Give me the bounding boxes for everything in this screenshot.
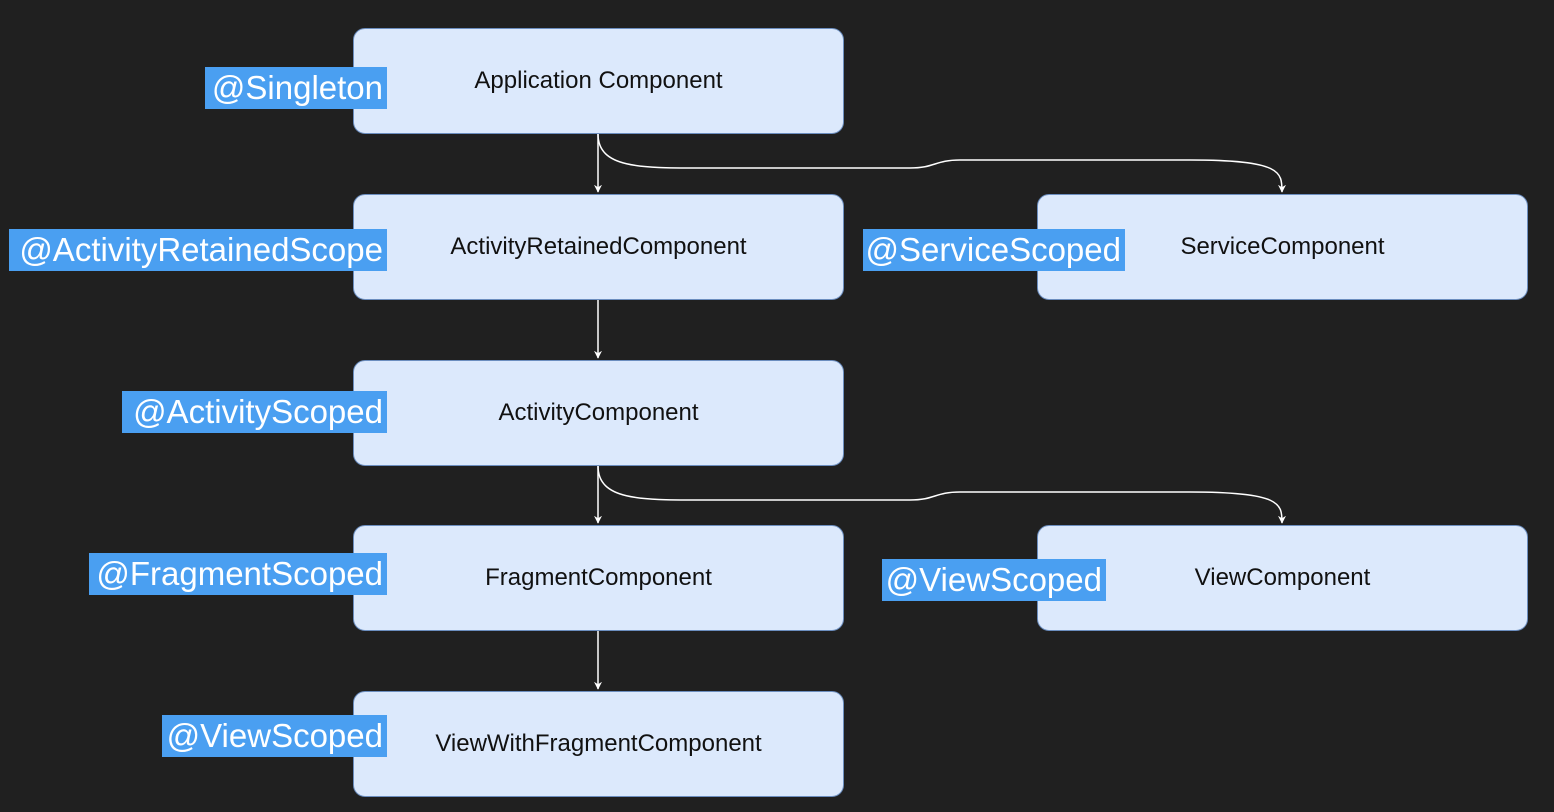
node-activity-retained-component: ActivityRetainedComponent (353, 194, 844, 300)
node-view-with-fragment-component: ViewWithFragmentComponent (353, 691, 844, 797)
node-application-component: Application Component (353, 28, 844, 134)
node-label: Application Component (474, 67, 723, 94)
node-label: ViewComponent (1194, 564, 1371, 591)
scope-label-singleton: @Singleton (205, 67, 387, 109)
node-label: ViewWithFragmentComponent (435, 730, 762, 757)
node-label: ActivityRetainedComponent (450, 233, 747, 260)
scope-label-service-scoped: @ServiceScoped (863, 229, 1125, 271)
node-view-component: ViewComponent (1037, 525, 1528, 631)
node-label: FragmentComponent (485, 564, 712, 591)
scope-label-fragment-scoped: @FragmentScoped (89, 553, 387, 595)
node-activity-component: ActivityComponent (353, 360, 844, 466)
node-fragment-component: FragmentComponent (353, 525, 844, 631)
scope-label-activity-scoped: @ActivityScoped (122, 391, 387, 433)
scope-label-view-scoped: @ViewScoped (162, 715, 387, 757)
scope-label-view-scoped: @ViewScoped (882, 559, 1106, 601)
edge-application-to-service (597, 133, 1286, 193)
edge-activity-to-view (597, 465, 1286, 524)
node-label: ActivityComponent (498, 399, 699, 426)
node-label: ServiceComponent (1180, 233, 1385, 260)
scope-label-activity-retained-scope: @ActivityRetainedScope (9, 229, 387, 271)
